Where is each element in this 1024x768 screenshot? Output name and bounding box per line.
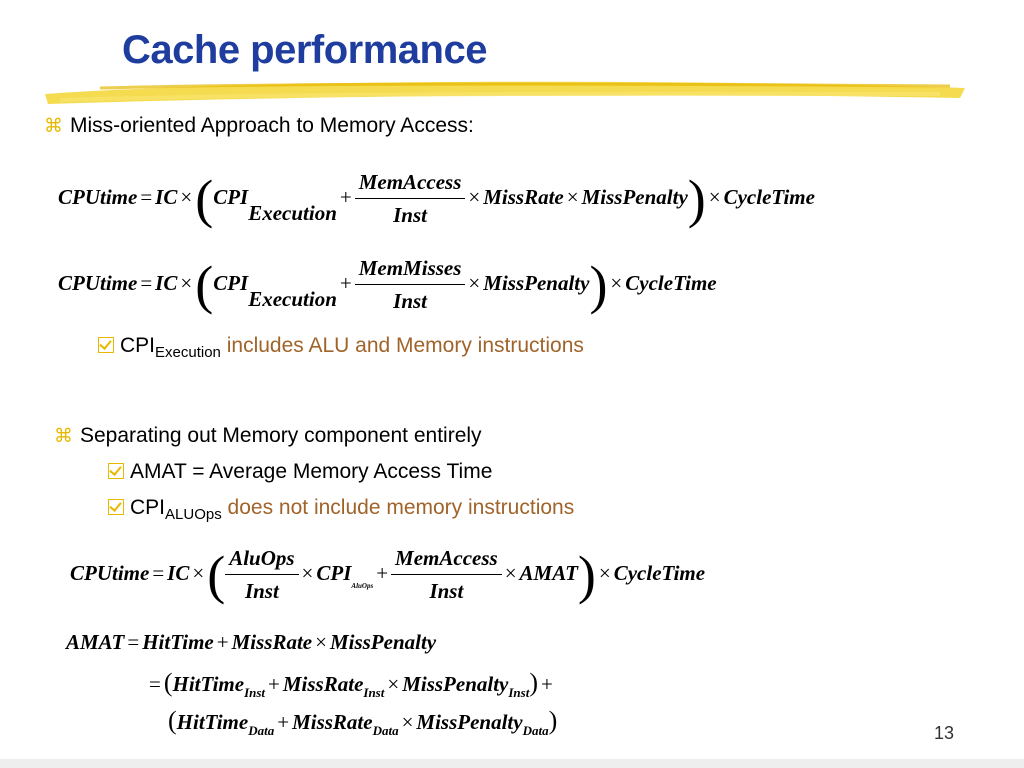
page-number: 13 <box>934 723 955 743</box>
footer-bar <box>0 759 1024 768</box>
bullet-text: Separating out Memory component entirely <box>80 424 482 447</box>
checkbox-bullet-icon <box>98 337 114 353</box>
equation-amat: AMAT=HitTime+MissRate×MissPenalty <box>66 630 437 654</box>
slide-title: Cache performance <box>122 28 487 72</box>
equation-amat-inst: =(HitTimeInst+MissRateInst×MissPenaltyIn… <box>149 668 553 700</box>
title-underline-stroke <box>45 81 965 104</box>
checkbox-bullet-icon <box>108 463 124 479</box>
command-bullet-icon: ⌘ <box>44 115 63 137</box>
checkbox-bullet-icon <box>108 499 124 515</box>
bullet-item: ⌘ Separating out Memory component entirel… <box>54 424 482 448</box>
subbullet-item: AMAT = Average Memory Access Time <box>108 460 492 484</box>
subbullet-item: CPIExecution includes ALU and Memory ins… <box>98 334 584 361</box>
bullet-text: Miss-oriented Approach to Memory Access: <box>70 114 474 137</box>
command-bullet-icon: ⌘ <box>54 425 73 447</box>
equation-amat-data: (HitTimeData+MissRateData×MissPenaltyDat… <box>168 706 558 738</box>
bullet-item: ⌘ Miss-oriented Approach to Memory Access… <box>44 114 474 138</box>
subbullet-item: CPIALUOps does not include memory instru… <box>108 496 574 523</box>
